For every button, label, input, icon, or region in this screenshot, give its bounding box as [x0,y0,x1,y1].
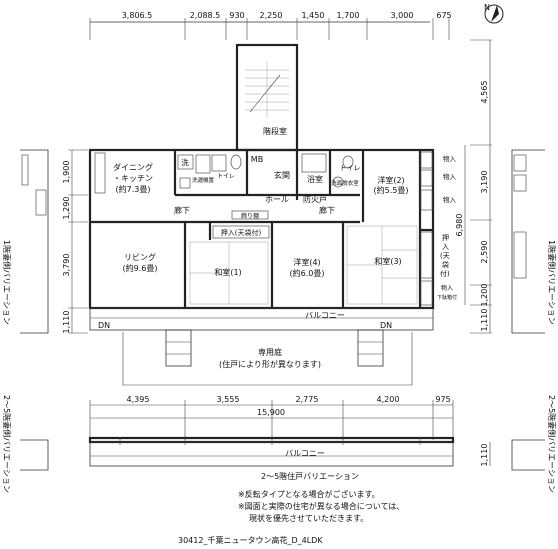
dim-mid-5: 975 [435,395,450,404]
dim-left-4: 1,110 [62,311,71,334]
dim-right-3: 6,980 [455,214,464,237]
room-western2-2: (約5.5畳) [374,185,409,195]
oshiire-r-3: (天 [440,252,450,260]
room-shelf: 飾り棚 [241,212,259,220]
oshiire-r-1: 押 [442,233,449,242]
lower-variation-plan [88,436,491,467]
dim-mid-4: 4,200 [377,395,400,404]
dim-top-2: 2,088.5 [190,11,221,20]
note-3: 現状を優先させていただきます。 [249,513,368,523]
room-living-2: (約9.6畳) [123,263,158,273]
dim-top-7: 3,000 [391,11,414,20]
side-variation-left [20,149,49,471]
dim-total: 15,900 [257,408,285,417]
lower-caption: 2～5階住戸バリエーション [261,471,359,481]
note-1: ※反転タイプとなる場合がございます。 [238,489,380,499]
room-living-1: リビング [124,252,156,262]
room-wash: 洗 [181,157,189,167]
storage-3: 物入 [443,195,457,204]
dim-left-1: 1,900 [62,161,71,184]
garden-note: (住戸により形が異なります) [219,359,321,369]
oshiire-r-5: 付) [440,269,450,278]
balcony-outline [89,307,434,331]
room-hallway1: 廊下 [174,205,190,215]
middle-dimension-lines [89,400,454,440]
room-stair: 階段室 [263,126,287,136]
side-variation-right [511,149,545,471]
dim-top-1: 3,806.5 [122,11,153,20]
decor-shelf [231,210,269,220]
room-japanese1: 和室(1) [214,267,241,277]
room-fireproof: 防火戸 [303,194,327,204]
dim-mid-3: 2,775 [296,395,319,404]
lower-balcony: バルコニー [285,449,325,458]
dim-mid-2: 3,555 [217,395,240,404]
room-toilet: トイレ [217,173,235,180]
dim-lower-right: 1,110 [480,444,489,467]
dim-mid-1: 4,395 [127,395,150,404]
room-oshiire1: 押入(天袋付) [221,228,262,237]
room-western2-1: 洋室(2) [377,175,404,185]
dim-left-2: 1,290 [62,197,71,220]
room-entry: 玄関 [274,170,290,180]
right-dimension-lines [464,39,492,334]
room-toilet2: トイレ [340,164,361,172]
room-japanese3: 和室(3) [374,256,401,266]
side-left-bottom: 2～5階妻側バリエーション [2,395,12,493]
oshiire-r-2: 入 [442,243,449,251]
side-right-top: 1階妻側バリエーション [547,240,557,325]
left-dimension-lines [68,149,88,334]
top-dimension-line [89,18,450,40]
north-compass-icon [484,4,504,24]
dim-top-8: 675 [436,11,451,20]
room-balcony: バルコニー [305,311,345,320]
storage-2: 物入 [443,172,457,181]
dim-right-1: 4,565 [480,81,489,104]
garden-title: 専用庭 [258,347,282,357]
room-dining-3: (約7.3畳) [116,184,151,194]
oshiire-r-4: 袋 [442,260,449,269]
shoebox-2: 下駄箱付 [437,294,457,301]
dim-top-5: 1,450 [302,11,325,20]
room-bath: 浴室 [307,174,323,184]
dim-right-6: 1,110 [480,309,489,332]
room-hallway2: 廊下 [319,205,335,215]
dn-left-label: DN [98,321,110,330]
dn-right-label: DN [380,321,392,330]
dim-top-3: 930 [229,11,244,20]
dim-top-4: 2,250 [260,11,283,20]
side-right-bottom: 2～5階妻側バリエーション [547,395,557,493]
storage-column [420,151,433,306]
room-dining-1: ダイニング [113,162,153,172]
room-western4-1: 洋室(4) [293,257,320,267]
dim-top-6: 1,700 [337,11,360,20]
dim-right-2: 3,190 [480,171,489,194]
room-hall: ホール [265,195,289,204]
side-left-top: 1階妻側バリエーション [2,240,12,325]
tatami-grid [189,225,418,305]
dim-right-5: 1,200 [480,284,489,307]
oshiire-box [212,225,270,239]
storage-1: 物入 [443,154,457,163]
shoebox-1: 物入 [441,284,453,292]
footer-label: 30412_千葉ニュータウン高花_D_4LDK [178,535,323,545]
kitchen-fixtures [94,152,354,194]
room-mb: MB [251,155,263,164]
room-western4-2: (約6.0畳) [290,268,325,278]
dim-left-3: 3,790 [62,254,71,277]
garden-steps [122,329,413,386]
compass-label: N [484,3,490,12]
room-washroom: 洗面脱衣室 [331,179,359,187]
room-wm: 洗濯機置 [192,176,215,184]
unit-walls [88,148,435,310]
note-2: ※図面と実際の住宅が異なる場合については、 [238,501,404,511]
dim-right-4: 2,590 [480,241,489,264]
room-dining-2: ・キッチン [113,174,153,183]
